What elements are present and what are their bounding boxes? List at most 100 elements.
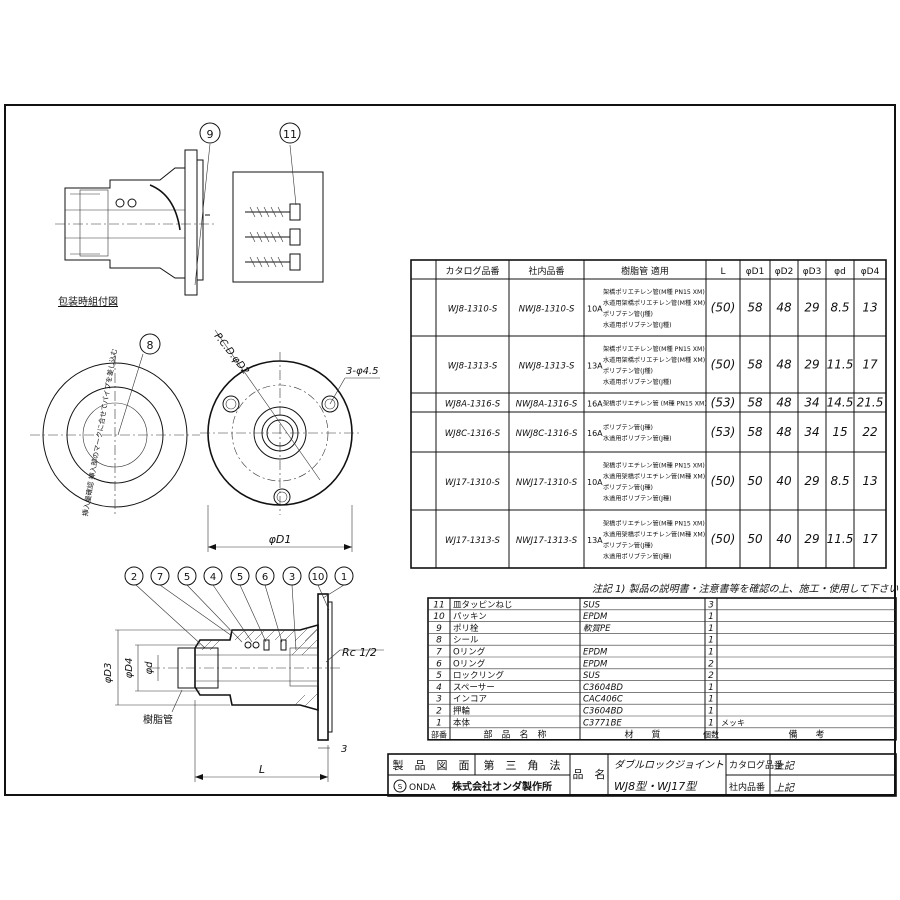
- spec-d: 15: [832, 425, 847, 439]
- part-qty: 3: [708, 600, 714, 610]
- rc-label: Rc 1/2: [342, 646, 377, 659]
- part-qty: 2: [708, 671, 714, 681]
- spec-d2: 40: [776, 474, 792, 488]
- spec-size: 16A: [587, 400, 603, 409]
- spec-internal: NWJ8A-1316-S: [516, 400, 578, 410]
- hole-label: 3-φ4.5: [346, 366, 378, 377]
- spec-catalog: WJ8-1313-S: [448, 362, 498, 372]
- balloon-2: 2: [131, 572, 137, 583]
- spec-header: φd: [834, 267, 846, 277]
- spec-pipe: 水道用ポリブテン管(J種): [603, 378, 672, 386]
- spec-pipe: 水道用ポリブテン管(J種): [603, 495, 672, 503]
- balloon-7: 7: [157, 572, 163, 583]
- spec-d: 8.5: [830, 474, 849, 488]
- spec-header: φD3: [803, 267, 822, 277]
- spec-d1: 58: [747, 358, 763, 372]
- note-text: 注記 1) 製品の説明書・注意書等を確認の上、施工・使用して下さい: [592, 583, 898, 595]
- part-no: 11: [433, 600, 444, 610]
- spec-d3: 29: [804, 474, 819, 488]
- part-no: 4: [436, 683, 442, 693]
- part-qty: 1: [708, 718, 714, 728]
- screws-view: 11: [232, 122, 324, 283]
- spec-header: φD2: [775, 267, 794, 277]
- spec-pipe: 水道用架橋ポリエチレン管(M種 XM): [603, 299, 705, 307]
- spec-l: (50): [711, 532, 736, 546]
- internal-label: 社内品番: [729, 781, 765, 793]
- section-view: 樹脂管 φD3 φD4 φd Rc 1/2 L 3 2 7: [103, 566, 384, 782]
- spec-d1: 50: [747, 532, 763, 546]
- spec-header: 社内品番: [528, 265, 564, 277]
- spec-internal: NWJ8-1310-S: [519, 305, 575, 315]
- spec-pipe: 架橋ポリエチレン管(M種 PN15 XM): [603, 462, 705, 470]
- spec-d4: 13: [862, 301, 877, 315]
- spec-internal: NWJ17-1310-S: [516, 478, 578, 488]
- parts-header-no: 部番: [431, 729, 447, 739]
- part-no: 1: [436, 718, 442, 728]
- part-no: 8: [436, 636, 442, 646]
- balloon-4: 4: [210, 572, 216, 583]
- spec-pipe: 水道用ポリブテン管(J種): [603, 321, 672, 329]
- d-label: φd: [144, 661, 155, 675]
- resin-pipe-label: 樹脂管: [143, 713, 173, 726]
- spec-pipe: ポリブテン管(J種): [603, 542, 653, 550]
- part-name: インコア: [453, 695, 487, 705]
- spec-pipe: ポリブテン管(J種): [603, 484, 653, 492]
- spec-d4: 17: [862, 358, 878, 372]
- part-material: CAC406C: [583, 695, 623, 705]
- spec-pipe: ポリブテン管(J種): [603, 310, 653, 318]
- spec-pipe: 水道用架橋ポリエチレン管(M種 XM): [603, 356, 705, 364]
- spec-size: 16A: [587, 429, 603, 438]
- svg-text:S: S: [398, 783, 403, 791]
- l-label: L: [259, 763, 265, 776]
- seal-text: 挿入量確認 挿入部のマークに合せてパイプを差し込む: [81, 348, 119, 517]
- parts-header-qty: 個数: [703, 729, 719, 739]
- company-logo: ONDA: [409, 783, 437, 793]
- parts-header-remark: 備 考: [788, 728, 824, 740]
- balloon-5a: 5: [184, 572, 190, 583]
- spec-d2: 48: [776, 396, 792, 410]
- pcd-label: P.C.D.φD2: [212, 331, 251, 377]
- spec-l: (50): [711, 474, 736, 488]
- catalog-value: 上記: [774, 760, 795, 772]
- spec-d2: 48: [776, 358, 792, 372]
- balloon-9: 9: [207, 128, 214, 141]
- spec-d4: 22: [862, 425, 877, 439]
- spec-d2: 48: [776, 425, 792, 439]
- spec-d: 8.5: [830, 301, 849, 315]
- part-name: Oリング: [453, 647, 486, 658]
- spec-d: 14.5: [827, 396, 854, 410]
- d3-label: φD3: [103, 663, 114, 684]
- parts-header-name: 部 品 名 称: [483, 728, 546, 740]
- spec-pipe: 架橋ポリエチレン管 (M種 PN15 XM): [603, 400, 707, 408]
- product-name-label: 品 名: [573, 767, 606, 781]
- spec-d3: 34: [804, 425, 819, 439]
- spec-d2: 48: [776, 301, 792, 315]
- spec-d4: 13: [862, 474, 877, 488]
- part-name: 押輪: [453, 706, 471, 717]
- parts-header-material: 材 質: [624, 728, 660, 740]
- spec-pipe: 水道用ポリブテン管(J種): [603, 553, 672, 561]
- spec-d1: 50: [747, 474, 763, 488]
- spec-d2: 40: [776, 532, 792, 546]
- part-name: シール: [453, 636, 479, 646]
- spec-d: 11.5: [827, 358, 854, 372]
- spec-pipe: ポリブテン管(J種): [603, 424, 653, 432]
- three-label: 3: [341, 744, 347, 755]
- spec-internal: NWJ8C-1316-S: [516, 429, 578, 439]
- part-qty: 1: [708, 683, 714, 693]
- part-material: C3771BE: [583, 718, 622, 728]
- part-qty: 1: [708, 707, 714, 717]
- spec-d1: 58: [747, 301, 763, 315]
- part-name: 本体: [453, 717, 471, 728]
- spec-header: 樹脂管 適用: [621, 265, 669, 277]
- part-material: C3604BD: [583, 683, 623, 693]
- balloon-5b: 5: [237, 572, 243, 583]
- balloon-8: 8: [147, 339, 154, 352]
- part-qty: 1: [708, 612, 714, 622]
- part-no: 5: [436, 671, 442, 681]
- spec-size: 10A: [587, 478, 603, 487]
- balloon-10: 10: [312, 572, 325, 583]
- spec-pipe: 架橋ポリエチレン管(M種 PN15 XM): [603, 345, 705, 353]
